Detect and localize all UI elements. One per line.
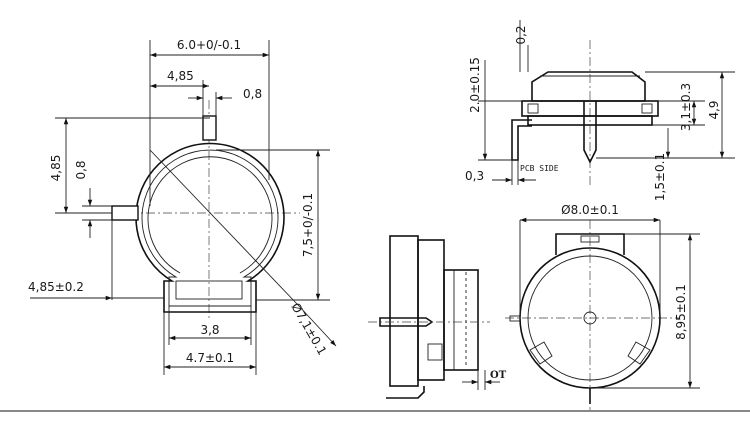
front-outer-body (135, 142, 285, 313)
dim-outer-bottom-label: 4.7±0.1 (186, 351, 234, 365)
bottom-center-hole (583, 311, 597, 325)
front-top-pin (202, 115, 217, 141)
bottom-inner-circle (527, 255, 653, 381)
side-top-center-pin (583, 101, 597, 164)
side-view-bottom: OT (368, 235, 507, 399)
side-bottom-cap (443, 269, 479, 371)
bottom-diameter-label: Ø8.0±0.1 (561, 203, 619, 217)
front-diameter-line (149, 149, 299, 306)
bottom-height-label: 8,95±0.1 (674, 284, 688, 340)
bottom-view: Ø8.0±0.1 8,95±0.1 (505, 203, 700, 410)
bottom-top-tab (555, 233, 625, 255)
dim-left-height-label: 2.0±0.15 (468, 57, 482, 113)
front-inner-body (141, 149, 279, 307)
side-bottom-pin (379, 317, 434, 327)
dim-inner-bottom-label: 3,8 (200, 323, 219, 337)
dim-bottom-offset-label: 4,85±0.2 (28, 280, 84, 294)
front-view: 6.0+0/-0.1 4,85 0,8 4,85 0,8 7,5+0/-0.1 … (28, 38, 337, 375)
ot-label: OT (490, 370, 507, 381)
dim-diameter-label: Ø7,1±0.1 (288, 301, 329, 358)
dim-height-right-label: 7,5+0/-0.1 (301, 193, 315, 257)
dim-pin-thickness-label: 0,3 (465, 169, 484, 183)
dim-top-label: 0,2 (514, 25, 528, 44)
dim-pin-width-top-label: 0,8 (243, 87, 262, 101)
pcb-side-label: PCB SIDE (520, 164, 559, 173)
side-bottom-mid (417, 239, 445, 381)
dim-right-outer-label: 4,9 (707, 100, 721, 119)
dim-width-label: 6.0+0/-0.1 (177, 38, 241, 52)
front-left-pin (111, 205, 139, 221)
front-inner-ring (147, 156, 273, 274)
side-bottom-back (389, 235, 419, 387)
dim-pin-offset-label: 1,5±0.1 (653, 153, 667, 201)
front-cavity (175, 280, 243, 300)
dim-half-label: 4,85 (167, 69, 194, 83)
front-diameter-leader (297, 304, 337, 347)
dim-pin-width-left-label: 0,8 (74, 160, 88, 179)
dim-height-left-label: 4,85 (49, 155, 63, 182)
side-top-l-pin (511, 119, 532, 161)
dim-right-inner-label: 3,1±0.3 (679, 83, 693, 131)
side-view-top: 0,2 2.0±0.15 0,3 PCB SIDE 3,1±0.3 4,9 1,… (465, 20, 735, 201)
side-bottom-foot (386, 386, 425, 399)
